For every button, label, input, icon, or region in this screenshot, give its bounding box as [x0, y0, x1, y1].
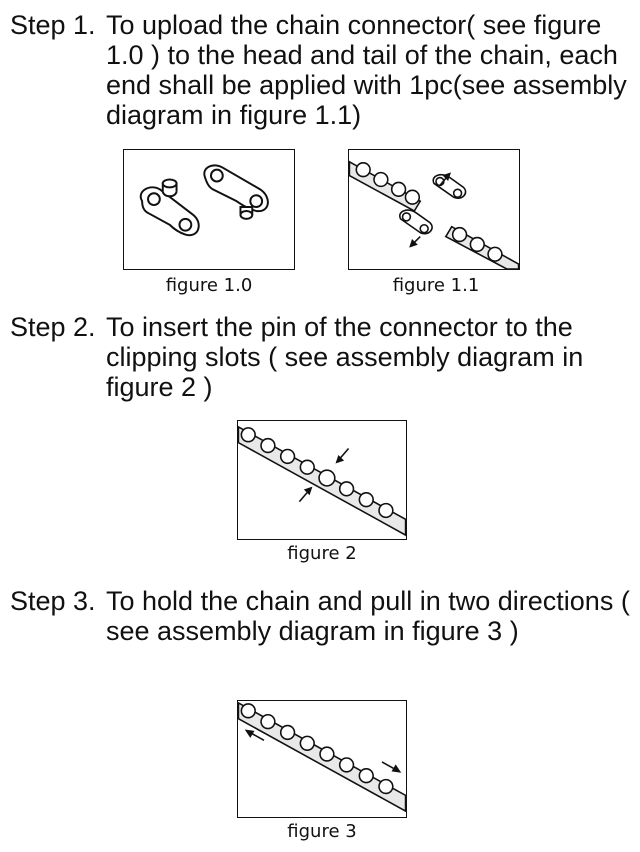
step-2-label: Step 2. — [10, 312, 96, 342]
step-2: Step 2. To insert the pin of the connect… — [10, 312, 632, 402]
figure-1-1-illustration — [348, 149, 520, 270]
figure-1-0-illustration — [123, 149, 295, 270]
step-1: Step 1. To upload the chain connector( s… — [10, 10, 632, 130]
chain-pull-drawing — [238, 701, 406, 813]
figure-3-caption: figure 3 — [287, 821, 357, 842]
step-1-text: To upload the chain connector( see figur… — [106, 10, 627, 130]
chain-assembly-drawing — [349, 160, 519, 269]
step-2-text: To insert the pin of the connector to th… — [106, 312, 584, 402]
step-3: Step 3. To hold the chain and pull in tw… — [10, 586, 632, 646]
figure-3-illustration — [237, 700, 407, 818]
figure-1-1-caption: figure 1.1 — [392, 275, 480, 296]
chain-pin-insert-drawing — [238, 425, 406, 537]
figure-1-0-caption: figure 1.0 — [165, 275, 253, 296]
chain-connector-links-drawing — [139, 164, 269, 237]
step-3-text: To hold the chain and pull in two direct… — [106, 586, 630, 646]
step-3-label: Step 3. — [10, 586, 96, 616]
step-1-label: Step 1. — [10, 10, 96, 40]
connector-pin-right — [239, 209, 254, 220]
figure-2-caption: figure 2 — [287, 543, 357, 564]
figure-2-illustration — [237, 420, 407, 540]
